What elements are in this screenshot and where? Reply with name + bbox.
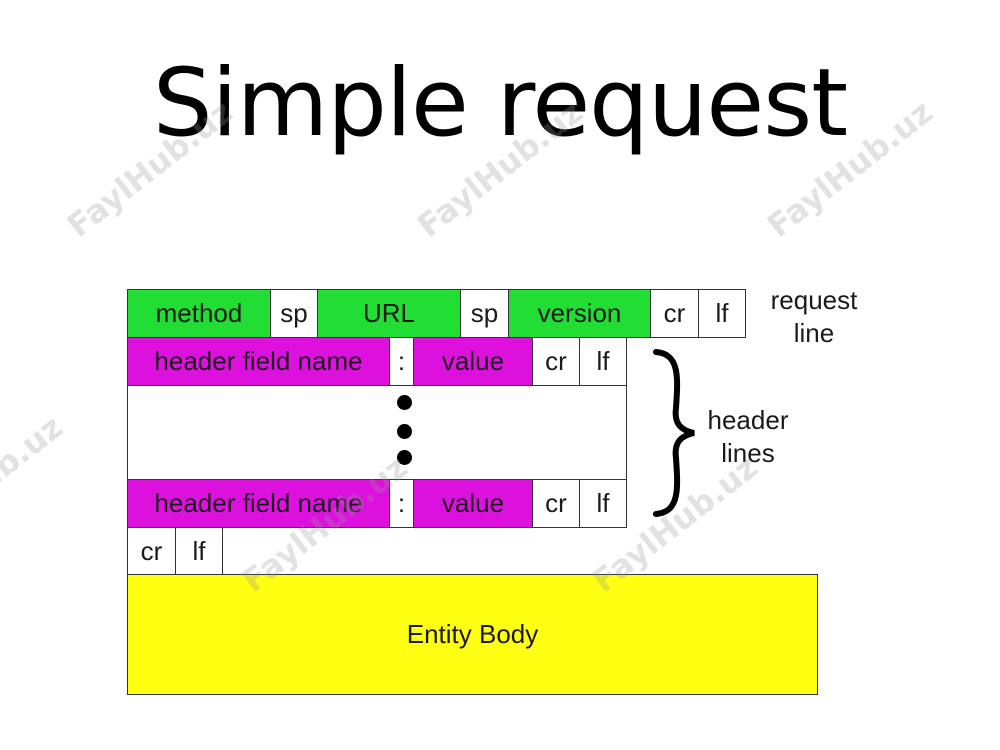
url-cell: URL (317, 289, 461, 338)
header-field-name-cell-1: header field name (127, 337, 390, 386)
ellipsis-dot-1 (397, 395, 412, 410)
sp-cell-1: sp (270, 289, 318, 338)
ellipsis-dot-3 (397, 450, 412, 465)
header-value-cell-2: value (413, 479, 533, 528)
header-lines-label-1: header (707, 405, 789, 435)
ellipsis-dot-2 (397, 424, 412, 439)
blank-cr-cell: cr (127, 527, 176, 575)
request-lf-cell: lf (698, 289, 746, 338)
method-cell: method (127, 289, 271, 338)
header-lines-label: header lines (700, 404, 796, 470)
entity-body-box: Entity Body (127, 574, 818, 695)
header-cr-cell-2: cr (532, 479, 580, 528)
header-cr-cell-1: cr (532, 337, 580, 386)
header-lf-cell-1: lf (579, 337, 627, 386)
request-cr-cell: cr (650, 289, 699, 338)
blank-lf-cell: lf (175, 527, 223, 575)
header-lines-label-2: lines (721, 438, 775, 468)
watermark-4: FaylHub.uz (0, 407, 70, 560)
version-cell: version (508, 289, 651, 338)
header-lf-cell-2: lf (579, 479, 627, 528)
header-value-cell-1: value (413, 337, 533, 386)
slide-title: Simple request (152, 49, 848, 158)
sp-cell-2: sp (460, 289, 509, 338)
colon-cell-1: : (389, 337, 414, 386)
header-field-name-cell-2: header field name (127, 479, 390, 528)
curly-brace-icon (653, 349, 695, 517)
request-line-label-2: line (793, 318, 835, 348)
request-line-label-1: request (770, 285, 858, 315)
request-line-label: request line (762, 284, 866, 350)
